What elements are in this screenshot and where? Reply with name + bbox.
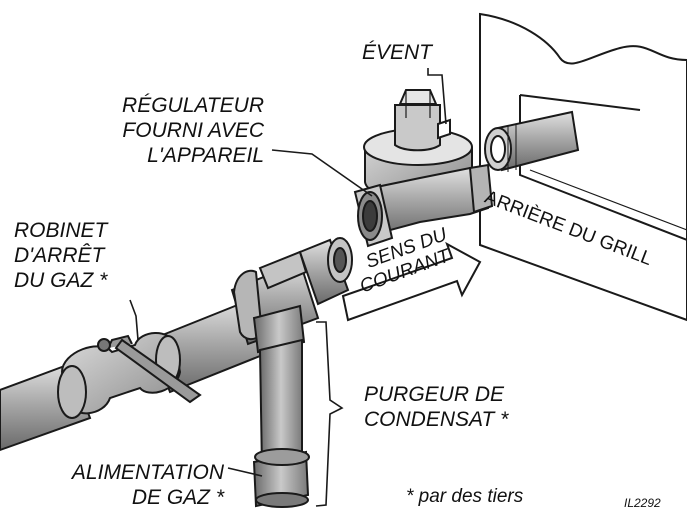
regulator-label-line-2: FOURNI AVEC bbox=[122, 119, 264, 142]
grill-inlet-pipe bbox=[484, 110, 580, 172]
shutoff-valve-label-line-1: ROBINET bbox=[14, 219, 108, 242]
shutoff-valve-label: ROBINET D'ARRÊT DU GAZ * bbox=[14, 218, 107, 293]
sediment-trap-label: PURGEUR DE CONDENSAT * bbox=[364, 382, 508, 432]
vent-label: ÉVENT bbox=[362, 41, 433, 64]
gas-supply-label: ALIMENTATION DE GAZ * bbox=[24, 460, 224, 510]
regulator-label: RÉGULATEUR FOURNI AVEC L'APPAREIL bbox=[64, 93, 264, 168]
gas-supply-label-line-1: ALIMENTATION bbox=[71, 461, 224, 484]
regulator-label-line-1: RÉGULATEUR bbox=[122, 94, 264, 117]
sediment-trap-pipe bbox=[252, 304, 310, 508]
sediment-trap-label-line-2: CONDENSAT * bbox=[364, 408, 509, 431]
shutoff-valve-body bbox=[57, 332, 202, 419]
sediment-trap-label-line-1: PURGEUR DE bbox=[364, 383, 505, 406]
regulator-label-line-3: L'APPAREIL bbox=[147, 144, 264, 167]
figure-code: IL2292 bbox=[624, 496, 661, 510]
shutoff-valve-label-line-3: DU GAZ * bbox=[14, 269, 108, 292]
shutoff-valve-label-line-2: D'ARRÊT bbox=[14, 244, 105, 267]
leader-lines bbox=[129, 68, 447, 507]
flow-arrow-shape bbox=[341, 241, 482, 322]
footnote-text: * par des tiers bbox=[406, 486, 524, 507]
regulator-body bbox=[353, 89, 494, 248]
gas-supply-label-line-2: DE GAZ * bbox=[131, 486, 224, 509]
